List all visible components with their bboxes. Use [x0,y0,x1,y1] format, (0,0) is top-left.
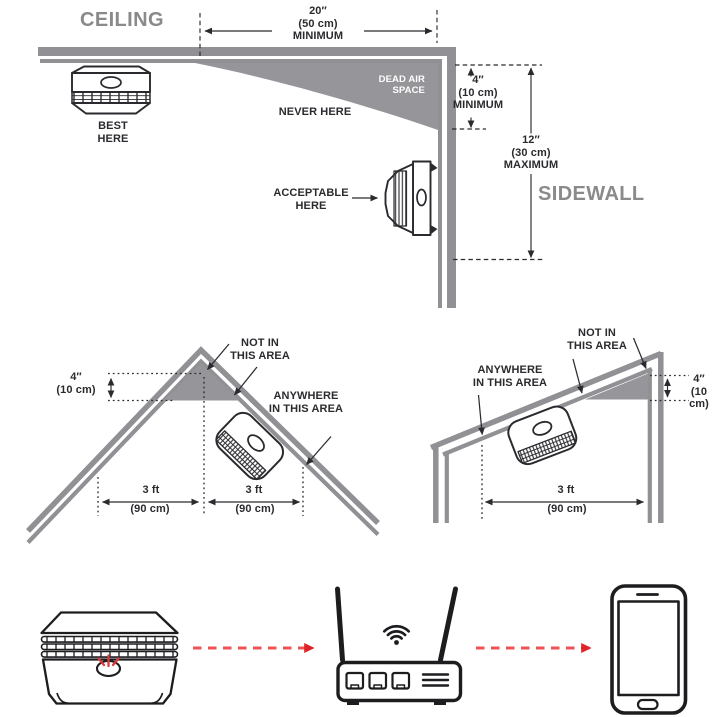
slope-pointer-arrows [477,337,647,436]
smoke-detector-ceiling-icon [71,65,151,115]
wifi-router-icon [335,586,463,705]
slope-anywhere-label: ANYWHERE IN THIS AREA [472,364,548,389]
slope-not-in-label: NOT IN THIS AREA [567,327,627,352]
slope-dead-air-triangle [585,373,648,400]
slope-corner-clearance-dimension: 4″ (10 cm) [689,373,709,410]
wall-max-clearance-dimension: 12″ (30 cm) MAXIMUM [503,134,559,171]
router-vent-lines [421,673,450,687]
peak-anywhere-label: ANYWHERE IN THIS AREA [268,390,344,415]
dead-air-space-label: DEAD AIR SPACE [378,74,425,96]
slope-span-cm: (90 cm) [547,503,587,515]
peak-dimension-lines [97,372,304,516]
peak-not-in-label: NOT IN THIS AREA [230,337,290,362]
acceptable-here-label: ACCEPTABLE HERE [273,187,349,212]
smoke-detector-device-icon [40,611,179,705]
never-here-label: NEVER HERE [278,106,352,118]
led-indicator-icon [97,654,120,668]
wifi-waves-icon [382,624,411,645]
peak-clearance-dimension: 4″ (10 cm) [56,371,96,396]
best-here-label: BEST HERE [97,120,129,145]
slope-span-ft: 3 ft [557,484,575,496]
top-clearance-dimension: 20″ (50 cm) MINIMUM [292,5,344,42]
peak-right-span-cm: (90 cm) [235,503,275,515]
slope-dimension-lines [481,374,689,520]
peaked-ceiling-structure [26,346,380,544]
sloped-ceiling-structure [429,350,664,523]
peak-left-span-cm: (90 cm) [130,503,170,515]
sidewall-label: SIDEWALL [538,183,645,205]
ethernet-ports [345,671,411,690]
smoke-detector-sidewall-icon [384,160,438,236]
peak-pointer-arrows [207,343,332,465]
peak-dead-air-triangle [164,363,240,401]
antenna-right-icon [438,586,458,663]
smartphone-icon [610,584,688,715]
smoke-detector-slope-left-icon [210,406,289,486]
wall-min-clearance-dimension: 4″ (10 cm) MINIMUM [452,74,504,111]
top-clearance-dimension-lines [199,10,438,57]
ceiling-label: CEILING [80,9,164,31]
antenna-left-icon [335,586,345,663]
dead-air-region [195,63,438,130]
peak-left-span-ft: 3 ft [142,484,160,496]
peak-right-span-ft: 3 ft [245,484,263,496]
wall-clearance-dimension-lines [452,64,543,261]
